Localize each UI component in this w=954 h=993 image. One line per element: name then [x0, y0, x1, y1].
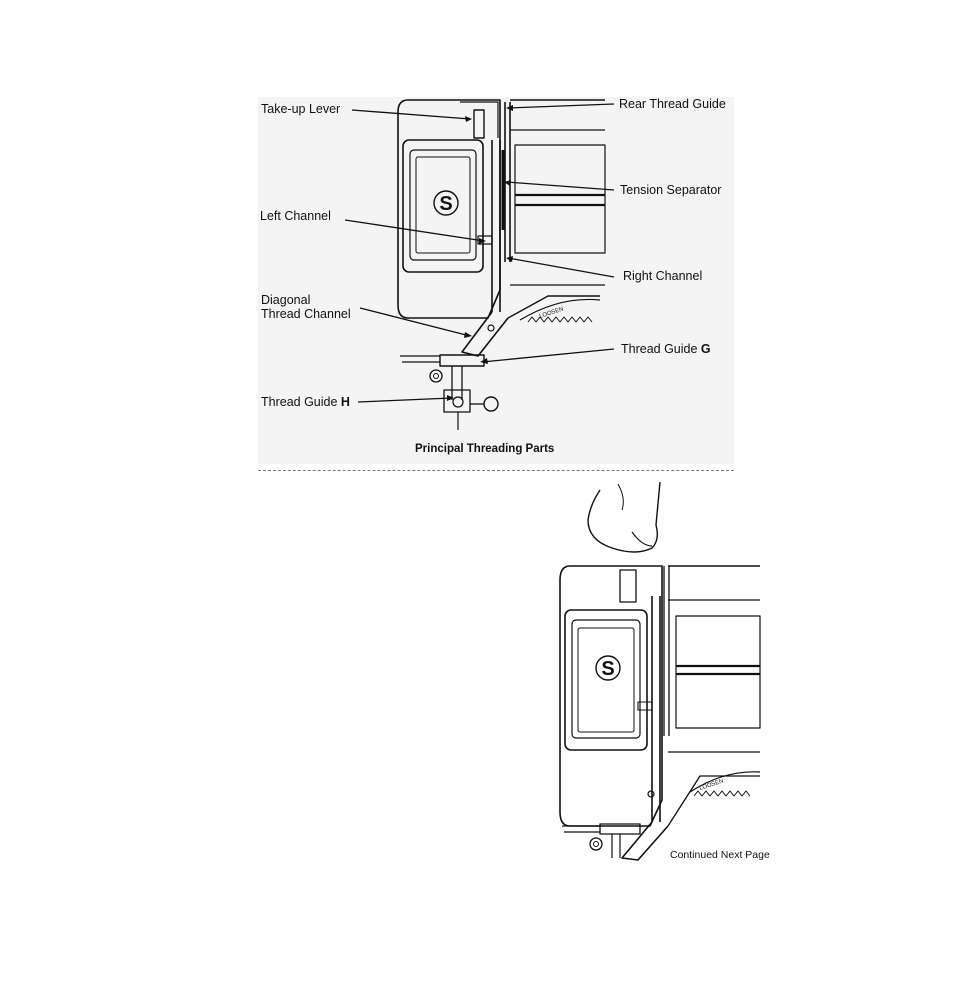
label-take-up-lever: Take-up Lever: [261, 102, 340, 116]
logo-letter-bottom: S: [601, 658, 614, 680]
take-up-lever-bottom: [620, 570, 636, 602]
body-window: [515, 145, 605, 253]
bottom-machine-illustration: [560, 482, 760, 860]
left-channel-bottom: [652, 596, 660, 822]
label-diagonal-line1: Diagonal: [261, 293, 310, 307]
continued-next-page: Continued Next Page: [670, 849, 770, 861]
label-thread-guide-g: Thread Guide G: [621, 342, 711, 356]
dashed-divider: [258, 470, 734, 471]
finger-illustration: [588, 482, 660, 552]
label-thread-guide-h: Thread Guide H: [261, 395, 350, 409]
label-rear-thread-guide: Rear Thread Guide: [619, 97, 726, 111]
figure-caption: Principal Threading Parts: [415, 443, 554, 455]
needle-clamp-screw: [484, 397, 498, 411]
logo-letter-top: S: [439, 193, 452, 215]
left-channel: [492, 140, 500, 312]
label-diagonal-line2: Thread Channel: [261, 307, 351, 321]
label-tension-separator: Tension Separator: [620, 183, 721, 197]
top-machine-illustration: [345, 100, 614, 430]
take-up-lever: [474, 110, 484, 138]
label-right-channel: Right Channel: [623, 269, 702, 283]
thread-guide-h: [444, 390, 470, 412]
label-left-channel: Left Channel: [260, 209, 331, 223]
